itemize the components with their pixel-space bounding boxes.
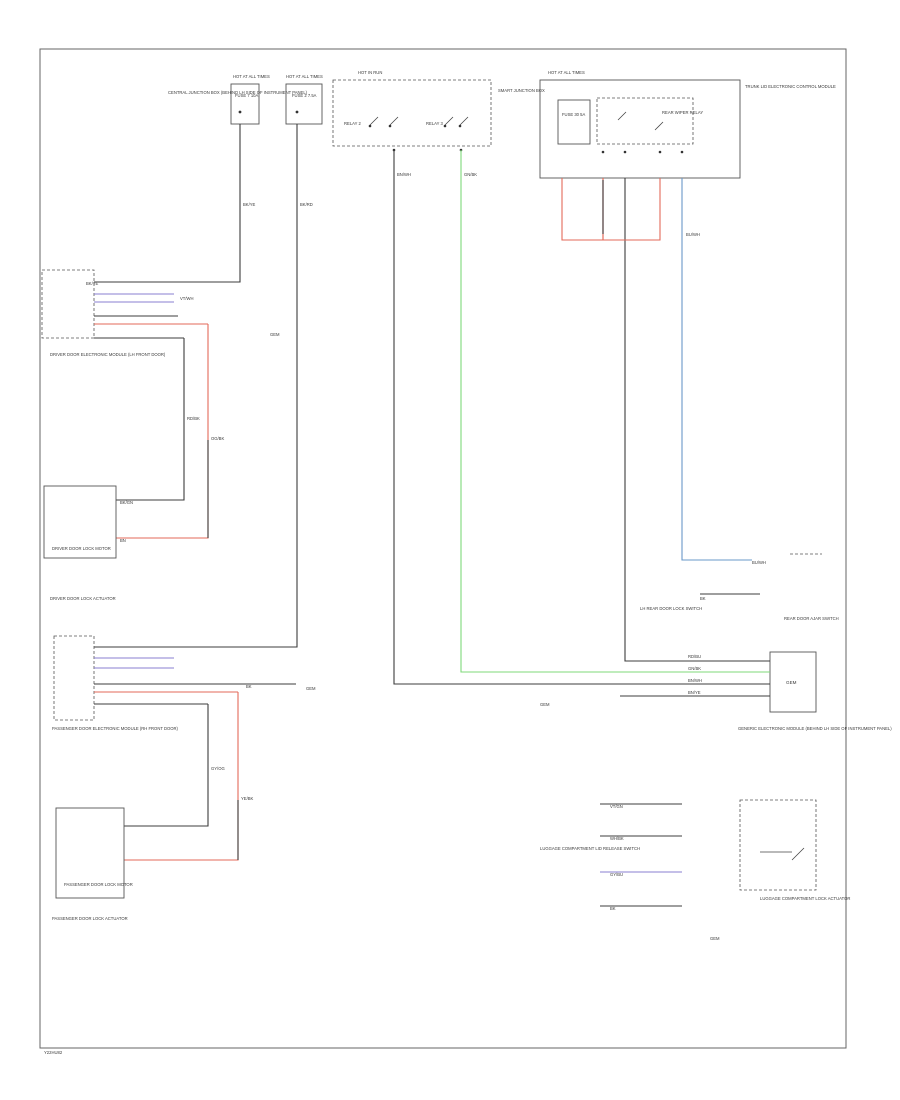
- svg-text:RD/BK: RD/BK: [187, 416, 200, 421]
- svg-text:BK: BK: [700, 596, 706, 601]
- svg-text:BN: BN: [120, 538, 126, 543]
- svg-text:PASSENGER DOOR LOCK ACTUATOR: PASSENGER DOOR LOCK ACTUATOR: [52, 916, 128, 921]
- svg-text:GEM: GEM: [270, 332, 280, 337]
- fuse-block-b: HOT AT ALL TIMES FUSE 2 7.5A: [285, 74, 323, 125]
- svg-text:GENERIC ELECTRONIC MODULE (BEH: GENERIC ELECTRONIC MODULE (BEHIND LH SID…: [738, 726, 892, 731]
- svg-text:BK/RD: BK/RD: [300, 202, 313, 207]
- svg-text:GEM: GEM: [786, 680, 797, 685]
- svg-text:GN/BK: GN/BK: [688, 666, 701, 671]
- svg-text:LH REAR DOOR LOCK SWITCH: LH REAR DOOR LOCK SWITCH: [640, 606, 702, 611]
- svg-text:BK: BK: [610, 906, 616, 911]
- svg-text:OG/BK: OG/BK: [211, 436, 224, 441]
- relay-block: HOT IN RUN SMART JUNCTION BOX RELAY 2 RE…: [332, 70, 545, 152]
- svg-text:BU/WH: BU/WH: [686, 232, 700, 237]
- svg-text:BU/WH: BU/WH: [752, 560, 766, 565]
- svg-text:RD/BU: RD/BU: [688, 654, 701, 659]
- svg-text:FUSE 30 5A: FUSE 30 5A: [562, 112, 585, 117]
- fuse-block-a: HOT AT ALL TIMES FUSE 7 10A CENTRAL JUNC…: [168, 74, 308, 125]
- svg-text:FUSE 7 10A: FUSE 7 10A: [235, 93, 258, 98]
- trunk-module: HOT AT ALL TIMES TRUNK LID ELECTRONIC CO…: [539, 70, 836, 179]
- passenger-door-module: PASSENGER DOOR ELECTRONIC MODULE (RH FRO…: [52, 635, 316, 731]
- svg-text:REAR WIPER RELAY: REAR WIPER RELAY: [662, 110, 703, 115]
- diagram-border: [39, 48, 847, 1049]
- svg-text:GEM: GEM: [306, 686, 316, 691]
- svg-text:SMART JUNCTION BOX: SMART JUNCTION BOX: [498, 88, 545, 93]
- svg-text:LUGGAGE COMPARTMENT LID RELEAS: LUGGAGE COMPARTMENT LID RELEASE SWITCH: [540, 846, 640, 851]
- luggage-release-switch: LUGGAGE COMPARTMENT LID RELEASE SWITCH L…: [540, 799, 850, 941]
- generic-electronic-module: GEM GENERIC ELECTRONIC MODULE (BEHIND LH…: [540, 651, 892, 731]
- svg-text:GN/BK: GN/BK: [464, 172, 477, 177]
- svg-text:TRUNK LID ELECTRONIC CONTROL M: TRUNK LID ELECTRONIC CONTROL MODULE: [745, 84, 836, 89]
- driver-door-lock-motor: DRIVER DOOR LOCK MOTOR DRIVER DOOR LOCK …: [43, 485, 133, 601]
- svg-text:GEM: GEM: [540, 702, 550, 707]
- svg-text:GY/BU: GY/BU: [610, 872, 623, 877]
- svg-text:YE/BK: YE/BK: [241, 796, 254, 801]
- svg-text:DRIVER DOOR ELECTRONIC MODULE: DRIVER DOOR ELECTRONIC MODULE (LH FRONT …: [50, 352, 166, 357]
- svg-text:BK/YE: BK/YE: [243, 202, 256, 207]
- svg-text:PASSENGER DOOR ELECTRONIC MODU: PASSENGER DOOR ELECTRONIC MODULE (RH FRO…: [52, 726, 179, 731]
- svg-text:RELAY 2: RELAY 2: [344, 121, 362, 126]
- svg-text:FUSE 2 7.5A: FUSE 2 7.5A: [292, 93, 317, 98]
- svg-text:VT/GN: VT/GN: [610, 804, 623, 809]
- svg-text:RELAY 3: RELAY 3: [426, 121, 444, 126]
- svg-text:PASSENGER DOOR LOCK MOTOR: PASSENGER DOOR LOCK MOTOR: [64, 882, 133, 887]
- svg-text:GEM: GEM: [710, 936, 720, 941]
- svg-text:HOT AT ALL TIMES: HOT AT ALL TIMES: [233, 74, 270, 79]
- svg-text:CENTRAL JUNCTION BOX (BEHIND L: CENTRAL JUNCTION BOX (BEHIND LH SIDE OF …: [168, 90, 308, 95]
- svg-text:DRIVER DOOR LOCK ACTUATOR: DRIVER DOOR LOCK ACTUATOR: [50, 596, 116, 601]
- svg-text:GY/OG: GY/OG: [211, 766, 225, 771]
- svg-text:WH/BK: WH/BK: [610, 836, 624, 841]
- svg-text:DRIVER DOOR LOCK MOTOR: DRIVER DOOR LOCK MOTOR: [52, 546, 111, 551]
- svg-text:LUGGAGE COMPARTMENT LOCK ACTUA: LUGGAGE COMPARTMENT LOCK ACTUATOR: [760, 896, 850, 901]
- svg-text:HOT AT ALL TIMES: HOT AT ALL TIMES: [548, 70, 585, 75]
- rear-door-switch: REAR DOOR AJAR SWITCH LH REAR DOOR LOCK …: [640, 553, 839, 621]
- svg-text:BN/WH: BN/WH: [397, 172, 411, 177]
- svg-text:BK/YE: BK/YE: [86, 281, 99, 286]
- passenger-door-lock-motor: PASSENGER DOOR LOCK MOTOR PASSENGER DOOR…: [52, 807, 133, 921]
- footer-code: Y22HU82: [44, 1050, 63, 1055]
- svg-text:HOT AT ALL TIMES: HOT AT ALL TIMES: [286, 74, 323, 79]
- svg-text:BK/GN: BK/GN: [120, 500, 133, 505]
- svg-text:BN/WH: BN/WH: [688, 678, 702, 683]
- svg-text:BN/YE: BN/YE: [688, 690, 701, 695]
- svg-text:BK: BK: [246, 684, 252, 689]
- svg-text:VT/WH: VT/WH: [180, 296, 194, 301]
- svg-text:HOT IN RUN: HOT IN RUN: [358, 70, 382, 75]
- svg-text:REAR DOOR AJAR SWITCH: REAR DOOR AJAR SWITCH: [784, 616, 839, 621]
- driver-door-module: DRIVER DOOR ELECTRONIC MODULE (LH FRONT …: [41, 269, 280, 357]
